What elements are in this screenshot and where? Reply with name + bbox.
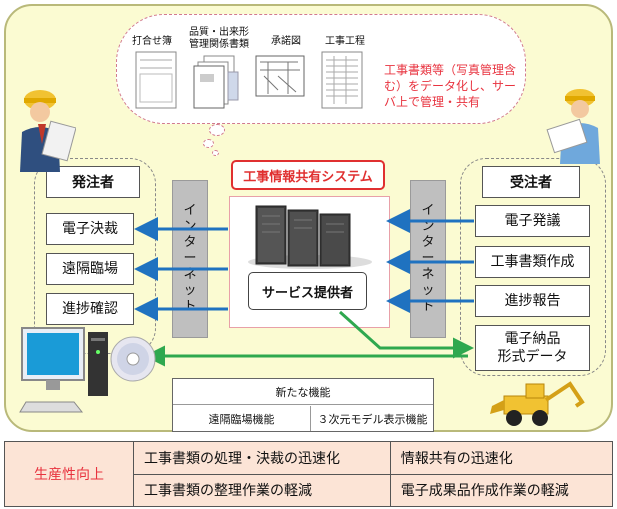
computer-icon <box>19 327 108 413</box>
approval-drawing-icon <box>255 55 305 97</box>
feature-3d-model: ３次元モデル表示機能 <box>317 412 428 426</box>
cloud-note: 工事書類等（写真管理含む）をデータ化し、サーバ上で管理・共有 <box>384 63 517 109</box>
service-provider: サービス提供者 <box>248 272 367 310</box>
server-icon <box>248 205 372 269</box>
meeting-record-icon <box>135 51 177 109</box>
excavator-icon <box>490 381 585 426</box>
productivity-category: 生産性向上 <box>4 441 134 507</box>
productivity-cell: 工事書類の整理作業の軽減 <box>133 473 391 507</box>
client-header: 発注者 <box>46 166 140 198</box>
contractor-item-progress-report: 進捗報告 <box>475 285 590 317</box>
contractor-group <box>460 158 606 376</box>
internet-bar-right: インターネット <box>410 180 446 338</box>
contractor-header: 受注者 <box>482 166 580 198</box>
system-title: 工事情報共有システム <box>231 160 385 190</box>
worker-right-icon <box>546 89 600 164</box>
client-item-e-approval: 電子決裁 <box>46 213 134 245</box>
worker-left-icon <box>20 90 76 172</box>
new-features-box: 新たな機能 遠隔臨場機能 ３次元モデル表示機能 <box>172 378 434 432</box>
doc-label-approval: 承諾図 <box>271 36 301 47</box>
shared-documents-cloud <box>116 14 526 124</box>
client-item-remote-inspection: 遠隔臨場 <box>46 253 134 285</box>
productivity-cell: 工事書類の処理・決裁の迅速化 <box>133 441 391 475</box>
document-thumbnails <box>135 51 363 109</box>
doc-label-schedule: 工事工程 <box>325 36 365 47</box>
feature-remote-inspection: 遠隔臨場機能 <box>173 406 311 431</box>
cd-icon <box>110 336 156 382</box>
new-features-title: 新たな機能 <box>173 379 433 405</box>
productivity-table: 生産性向上 工事書類の処理・決裁の迅速化 情報共有の迅速化 工事書類の整理作業の… <box>4 441 614 507</box>
quality-document-icon <box>193 55 239 109</box>
productivity-cell: 情報共有の迅速化 <box>389 441 614 475</box>
arrow-provider-to-delivery <box>338 310 474 359</box>
contractor-item-e-proposal: 電子発議 <box>475 205 590 237</box>
schedule-document-icon <box>321 51 363 109</box>
doc-label-meeting: 打合せ簿 <box>132 36 172 47</box>
thought-bubble <box>212 150 219 156</box>
doc-label-quality: 品質・出来形 管理関係書類 <box>189 27 249 50</box>
client-item-progress-check: 進捗確認 <box>46 293 134 325</box>
productivity-cell: 電子成果品作成作業の軽減 <box>389 473 614 507</box>
thought-bubble <box>209 124 225 136</box>
contractor-item-e-delivery: 電子納品 形式データ <box>475 325 590 371</box>
contractor-item-document-creation: 工事書類作成 <box>475 246 590 278</box>
thought-bubble <box>203 139 214 148</box>
